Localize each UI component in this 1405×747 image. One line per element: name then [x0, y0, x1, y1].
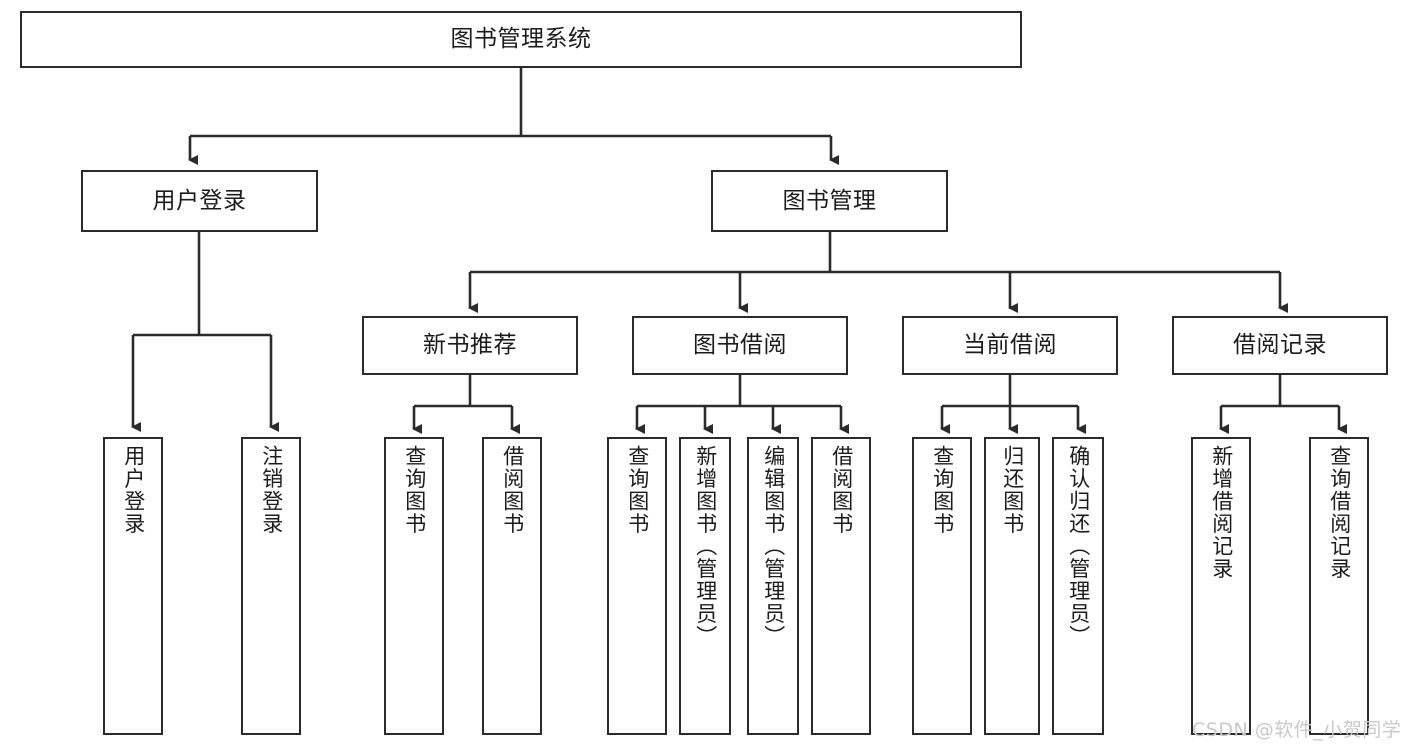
leaf-add-book-admin[interactable]: 新增图书（管理员）	[679, 437, 731, 735]
node-label: 图书管理	[782, 187, 877, 214]
node-book-management[interactable]: 图书管理	[711, 170, 948, 232]
node-label: 新书推荐	[423, 332, 517, 359]
node-label: 查询图书	[625, 445, 650, 535]
node-label: 当前借阅	[963, 332, 1057, 359]
leaf-user-login[interactable]: 用户登录	[103, 437, 163, 735]
leaf-query-books-current[interactable]: 查询图书	[912, 437, 972, 735]
node-label: 查询图书	[930, 445, 955, 535]
node-label: 用户登录	[121, 445, 146, 535]
node-label: 注销登录	[259, 445, 284, 535]
leaf-confirm-return-admin[interactable]: 确认归还（管理员）	[1052, 437, 1104, 735]
leaf-borrow-books-borrow[interactable]: 借阅图书	[811, 437, 871, 735]
node-label: 借阅图书	[500, 445, 525, 535]
node-label: 查询借阅记录	[1327, 445, 1352, 580]
node-label: 图书借阅	[693, 332, 787, 359]
node-label: 借阅记录	[1233, 332, 1327, 359]
node-label: 新增借阅记录	[1209, 445, 1234, 580]
node-user-login[interactable]: 用户登录	[81, 170, 318, 232]
node-new-book-recommendation[interactable]: 新书推荐	[362, 316, 578, 375]
node-label: 查询图书	[402, 445, 427, 535]
node-label: 用户登录	[152, 187, 247, 214]
node-root-book-management-system[interactable]: 图书管理系统	[20, 11, 1022, 68]
node-borrow-records[interactable]: 借阅记录	[1172, 316, 1388, 375]
leaf-query-books-recommendation[interactable]: 查询图书	[384, 437, 444, 735]
leaf-edit-book-admin[interactable]: 编辑图书（管理员）	[747, 437, 799, 735]
node-label: 图书管理系统	[450, 26, 592, 53]
node-current-borrow[interactable]: 当前借阅	[902, 316, 1118, 375]
node-label: 确认归还（管理员）	[1066, 445, 1091, 648]
leaf-query-borrow-record[interactable]: 查询借阅记录	[1309, 437, 1369, 735]
node-label: 归还图书	[1000, 445, 1025, 535]
node-label: 编辑图书（管理员）	[761, 445, 786, 648]
leaf-borrow-books-recommendation[interactable]: 借阅图书	[482, 437, 542, 735]
leaf-logout[interactable]: 注销登录	[241, 437, 301, 735]
node-label: 借阅图书	[829, 445, 854, 535]
node-book-borrow[interactable]: 图书借阅	[632, 316, 848, 375]
leaf-add-borrow-record[interactable]: 新增借阅记录	[1191, 437, 1251, 735]
leaf-query-books-borrow[interactable]: 查询图书	[607, 437, 667, 735]
node-label: 新增图书（管理员）	[693, 445, 718, 648]
csdn-watermark: CSDN @软件_小贺同学	[1192, 719, 1402, 741]
leaf-return-books[interactable]: 归还图书	[984, 437, 1040, 735]
